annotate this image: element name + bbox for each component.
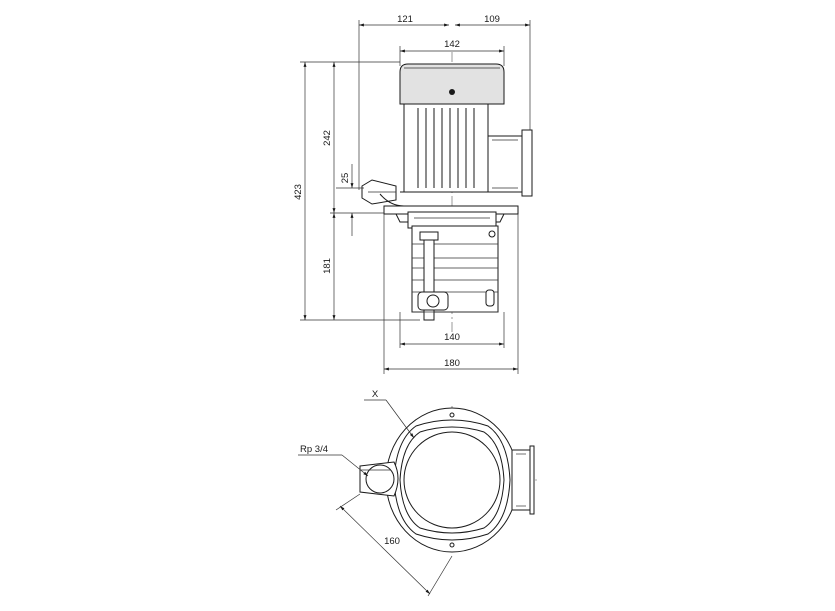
outlet-port [361,179,405,207]
inner-circle [403,431,501,529]
motor [399,63,533,197]
outlet-port-top [359,461,399,497]
dim-top: 121 109 [358,14,531,190]
port-thread-callout: Rp 3/4 [298,444,369,477]
dim-bottom: 140 180 [383,214,519,374]
dim-label-121: 121 [397,14,413,25]
dim-label-142: 142 [444,39,460,50]
dim-label-180: 180 [444,358,460,369]
dim-label-25: 25 [340,173,351,184]
dim-vertical: 423 242 181 25 [293,61,420,321]
dim-label-423: 423 [293,184,304,200]
dim-label-242: 242 [322,130,333,146]
view-marker-label: X [372,389,379,400]
dim-label-109: 109 [484,14,500,25]
view-marker-x: X [364,389,415,439]
dim-label-140: 140 [444,332,460,343]
terminal-box-top [511,445,535,515]
dim-label-160: 160 [384,536,400,547]
dim-flange-pitch: 160 [335,493,453,597]
bolt-icon [449,89,455,95]
port-thread-label: Rp 3/4 [300,444,328,455]
mounting-flange [383,205,519,229]
cooling-fins [417,108,475,188]
pump-body [411,225,499,321]
top-view: X Rp 3/4 160 [298,389,540,597]
dim-label-181: 181 [322,258,333,274]
terminal-box [487,129,533,197]
dim-motor-width: 142 [399,39,505,66]
flange-outline [385,407,519,553]
side-view: 121 109 142 423 242 181 [293,14,533,374]
